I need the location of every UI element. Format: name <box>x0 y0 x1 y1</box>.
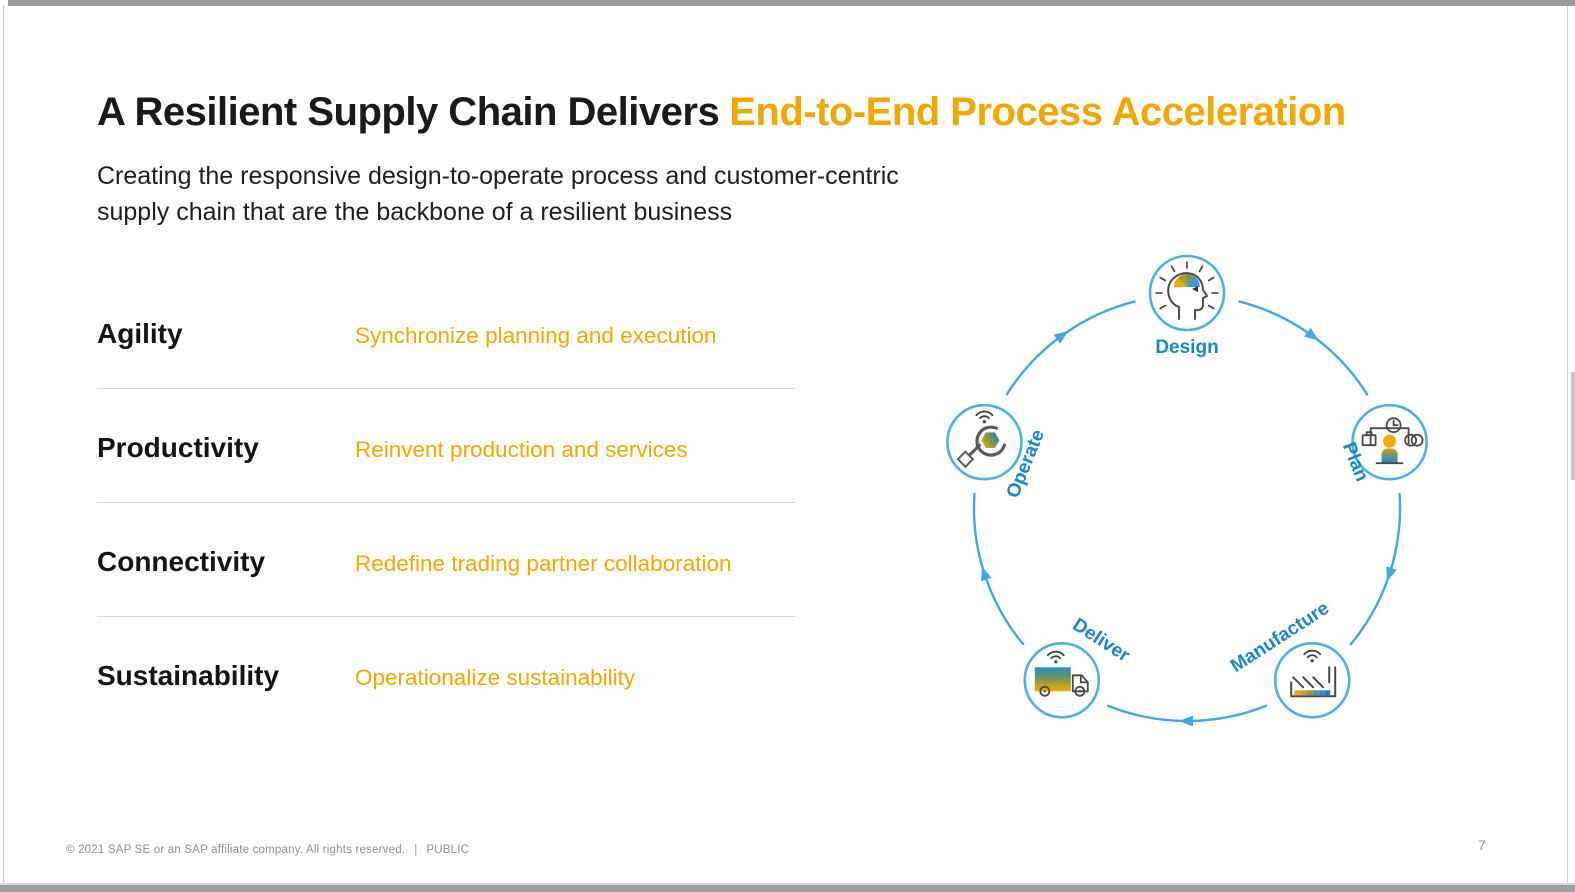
top-edge-bar <box>8 0 1575 6</box>
arc-deliver-to-operate <box>972 493 1025 646</box>
design-to-operate-cycle-diagram: Design Plan <box>946 254 1428 727</box>
cycle-arcs <box>972 300 1402 727</box>
arrowhead-icon <box>981 566 992 582</box>
scrollbar-thumb[interactable] <box>1571 372 1575 480</box>
subtitle-line-2: supply chain that are the backbone of a … <box>97 198 733 226</box>
pillar-description: Synchronize planning and execution <box>355 323 717 348</box>
wrench-nut-icon <box>956 410 1007 469</box>
pillar-label: Productivity <box>97 432 259 463</box>
arc-operate-to-design <box>1005 300 1136 396</box>
pillar-row-connectivity: Connectivity Redefine trading partner co… <box>97 546 817 578</box>
slide-footer: © 2021 SAP SE or an SAP affiliate compan… <box>66 844 469 856</box>
pillar-row-agility: Agility Synchronize planning and executi… <box>97 318 817 350</box>
plan-node <box>1351 403 1428 481</box>
design-node <box>1148 254 1226 332</box>
bottom-edge-bar <box>0 885 1575 892</box>
title-black-part: A Resilient Supply Chain Delivers <box>97 90 720 134</box>
bottom-border <box>0 883 1575 885</box>
footer-separator: | <box>414 844 418 856</box>
pillar-label: Agility <box>97 318 183 349</box>
smart-factory-icon <box>1290 649 1337 698</box>
pillar-label: Sustainability <box>97 660 280 691</box>
planning-person-icon <box>1361 417 1424 465</box>
subtitle-line-1: Creating the responsive design-to-operat… <box>97 162 899 190</box>
divider <box>97 388 795 389</box>
pillar-description: Reinvent production and services <box>355 437 688 462</box>
title-accent-part: End-to-End Process Acceleration <box>729 90 1346 134</box>
pillar-description: Operationalize sustainability <box>355 665 636 690</box>
arrowhead-icon <box>1053 330 1069 344</box>
operate-node <box>946 403 1023 481</box>
arc-design-to-plan <box>1238 300 1369 396</box>
connected-truck-icon <box>1034 650 1089 697</box>
left-border <box>3 5 4 883</box>
arrowhead-icon <box>1304 327 1319 341</box>
arrowhead-icon <box>1179 715 1193 727</box>
pillar-row-productivity: Productivity Reinvent production and ser… <box>97 432 817 464</box>
copyright-text: © 2021 SAP SE or an SAP affiliate compan… <box>66 844 406 856</box>
arrowhead-icon <box>1386 566 1397 582</box>
manufacture-node <box>1273 641 1351 719</box>
pillar-description: Redefine trading partner collaboration <box>355 551 732 576</box>
divider <box>97 616 795 617</box>
deliver-node <box>1023 641 1101 719</box>
cycle-label-design: Design <box>1155 337 1218 358</box>
classification-text: PUBLIC <box>426 844 470 856</box>
slide-right-border <box>1567 6 1568 883</box>
page-number: 7 <box>1478 837 1486 853</box>
pillar-row-sustainability: Sustainability Operationalize sustainabi… <box>97 660 817 692</box>
head-idea-icon <box>1155 261 1219 320</box>
divider <box>97 502 795 503</box>
pillar-label: Connectivity <box>97 546 266 577</box>
slide-subtitle: Creating the responsive design-to-operat… <box>97 158 899 230</box>
